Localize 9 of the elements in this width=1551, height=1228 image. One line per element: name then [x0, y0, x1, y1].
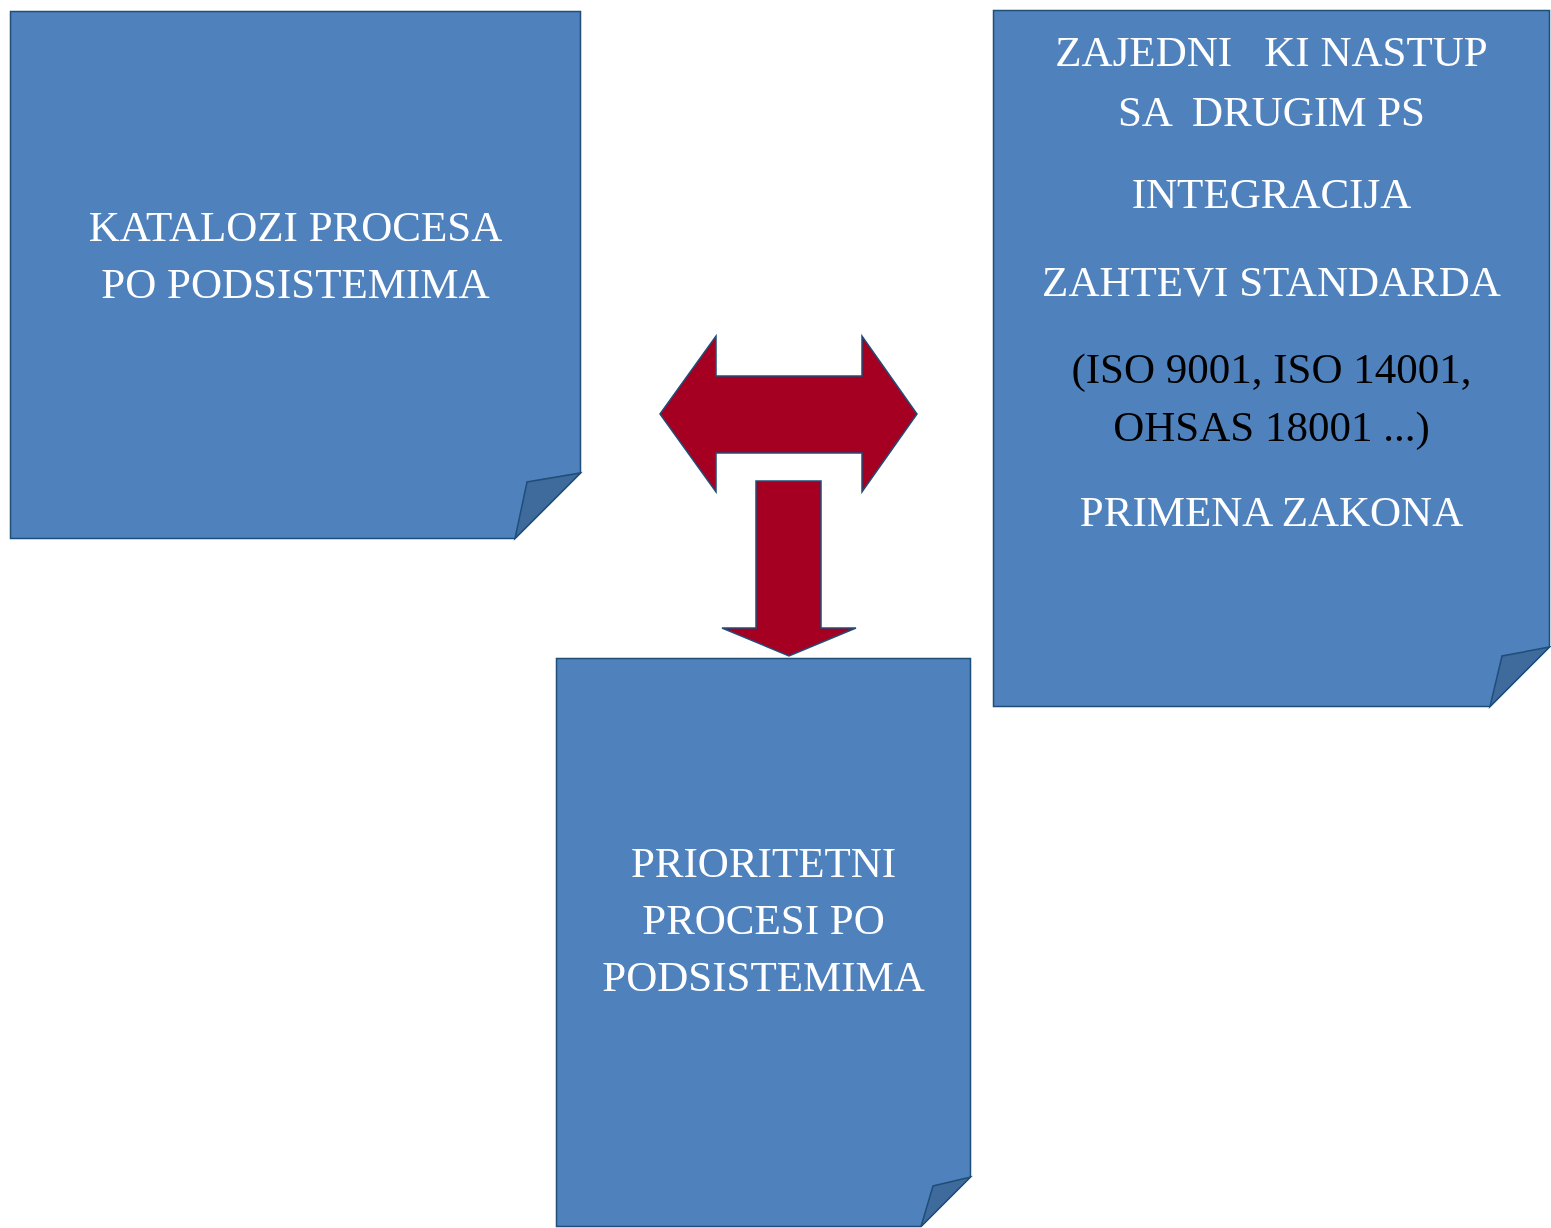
note-text: INTEGRACIJA	[1130, 169, 1413, 219]
note-text: KATALOZI PROCESA PO PODSISTEMIMA	[87, 202, 504, 309]
note-text: (ISO 9001, ISO 14001, OHSAS 18001 ...)	[1070, 344, 1473, 452]
note-text: ZAJEDNI KI NASTUP SA DRUGIM PS	[1054, 27, 1489, 137]
note-text: PRIMENA ZAKONA	[1078, 487, 1465, 537]
note-text: PRIORITETNI PROCESI PO PODSISTEMIMA	[601, 838, 926, 1002]
block-arrow	[721, 480, 857, 657]
double-block-arrow	[659, 333, 918, 495]
note-text: ZAHTEVI STANDARDA	[1041, 257, 1502, 307]
